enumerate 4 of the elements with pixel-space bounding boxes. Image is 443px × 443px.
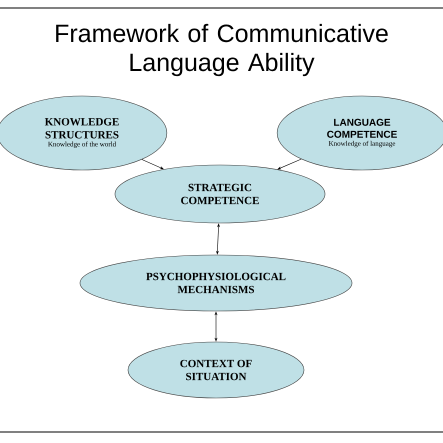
title: Framework of Communicative Language Ability xyxy=(56,24,388,76)
ellipse-node: STRATEGIC COMPETENCE xyxy=(114,164,326,224)
ellipse-node: CONTEXT OF SITUATION xyxy=(128,342,304,398)
ellipse-node: PSYCHOPHYSIOLOGICAL MECHANISMS xyxy=(80,254,352,312)
